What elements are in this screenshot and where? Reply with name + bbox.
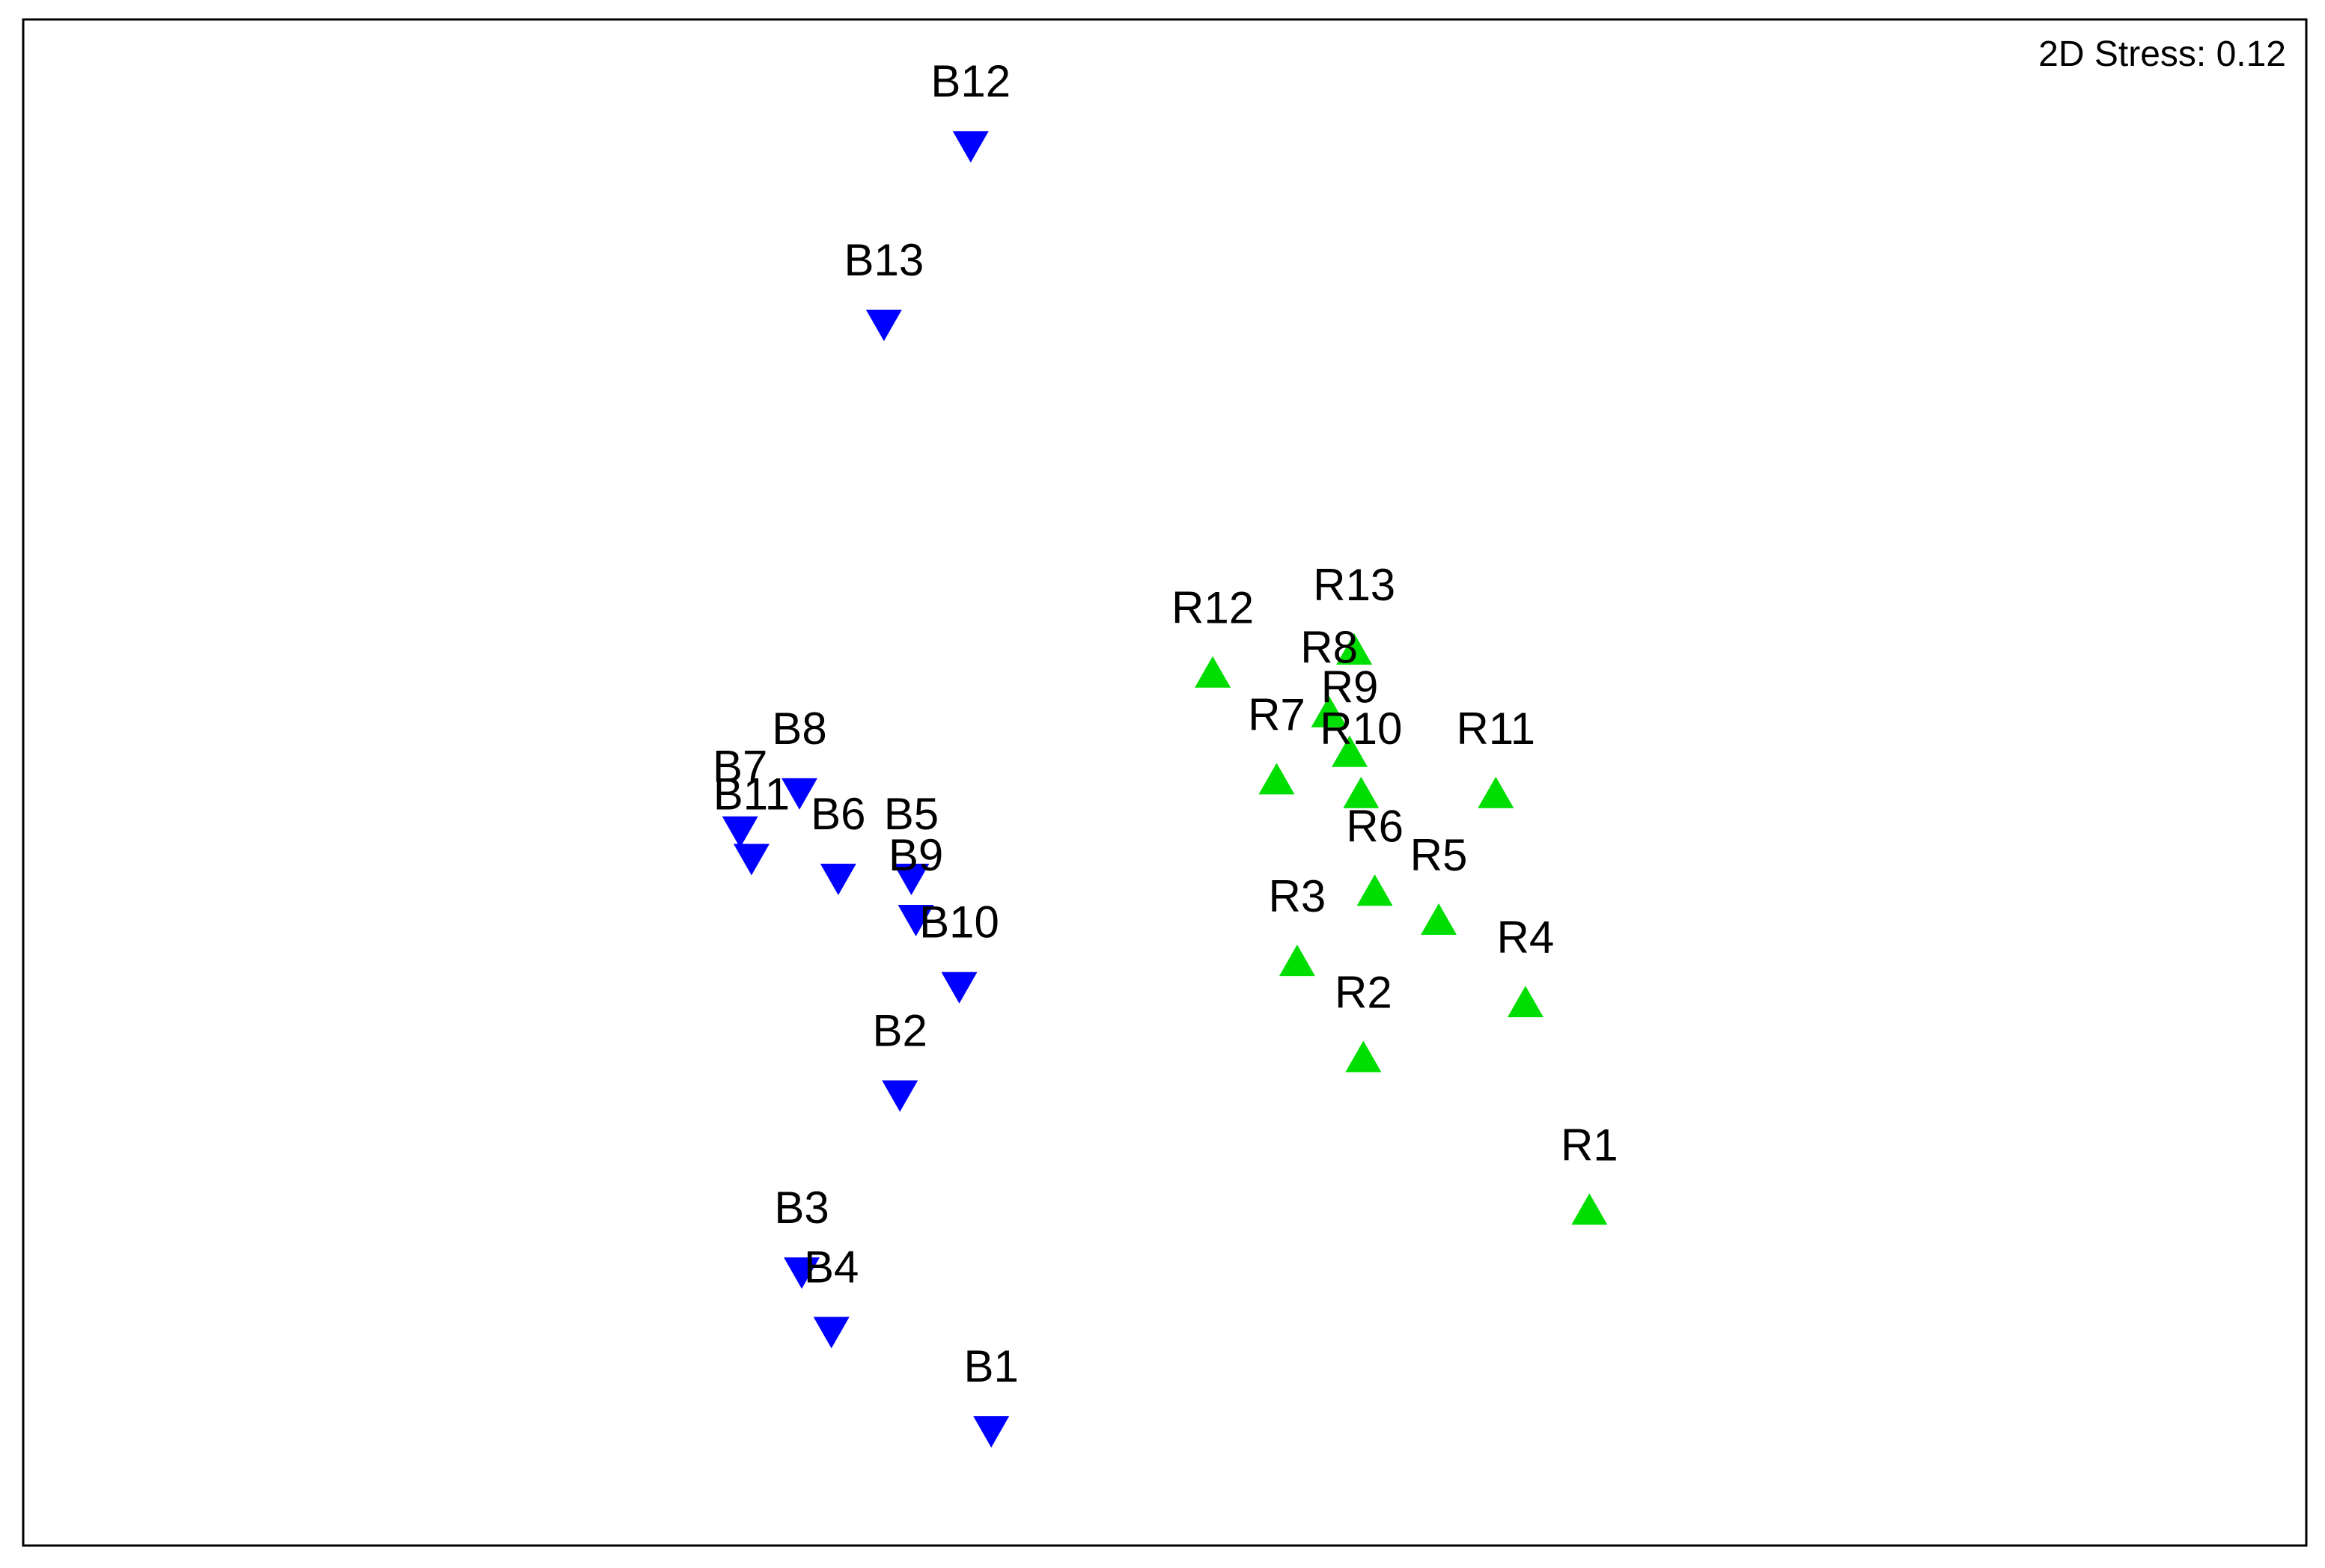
label-b11: B11 xyxy=(713,769,790,819)
label-r12: R12 xyxy=(1171,583,1254,633)
marker-r6 xyxy=(1356,874,1393,906)
marker-r3 xyxy=(1279,945,1315,977)
label-b6: B6 xyxy=(811,789,865,839)
marker-b2 xyxy=(882,1080,918,1112)
marker-b6 xyxy=(820,863,856,895)
label-r6: R6 xyxy=(1346,801,1404,851)
marker-r7 xyxy=(1258,763,1295,795)
label-b4: B4 xyxy=(804,1242,859,1293)
label-r7: R7 xyxy=(1248,689,1305,739)
marker-r13 xyxy=(1336,633,1373,665)
marker-r10 xyxy=(1343,776,1380,808)
label-r10: R10 xyxy=(1320,704,1402,754)
label-b9: B9 xyxy=(889,830,943,880)
marker-r12 xyxy=(1195,656,1231,688)
marker-r1 xyxy=(1571,1193,1608,1225)
label-r8: R8 xyxy=(1300,623,1358,673)
marker-r5 xyxy=(1421,903,1457,936)
marker-r9 xyxy=(1332,735,1368,767)
marker-b3 xyxy=(784,1257,820,1290)
plot-frame xyxy=(22,18,2308,1547)
label-b5: B5 xyxy=(884,789,939,839)
marker-b12 xyxy=(952,131,989,163)
label-r9: R9 xyxy=(1321,662,1379,713)
marker-b1 xyxy=(973,1416,1010,1448)
marker-r4 xyxy=(1507,986,1544,1018)
label-r2: R2 xyxy=(1335,968,1392,1018)
marker-b5 xyxy=(893,863,930,895)
label-r13: R13 xyxy=(1313,560,1395,610)
series-r-markers xyxy=(1195,633,1608,1225)
label-b10: B10 xyxy=(919,897,999,948)
stress-annotation: 2D Stress: 0.12 xyxy=(2038,34,2286,74)
label-b13: B13 xyxy=(844,235,924,285)
marker-r8 xyxy=(1311,695,1347,727)
marker-b8 xyxy=(781,778,817,810)
label-b2: B2 xyxy=(873,1005,927,1055)
label-r4: R4 xyxy=(1497,912,1555,963)
label-b7: B7 xyxy=(713,742,767,792)
label-r1: R1 xyxy=(1561,1120,1618,1170)
marker-r2 xyxy=(1345,1040,1382,1073)
label-r11: R11 xyxy=(1456,704,1535,754)
marker-b11 xyxy=(733,844,770,876)
marker-b9 xyxy=(898,905,934,937)
marker-r11 xyxy=(1478,776,1514,808)
series-b-markers xyxy=(722,131,1010,1448)
marker-b7 xyxy=(722,816,758,848)
label-b1: B1 xyxy=(964,1341,1019,1391)
label-b12: B12 xyxy=(930,56,1011,106)
label-b3: B3 xyxy=(774,1183,829,1233)
marker-b10 xyxy=(941,971,978,1004)
label-r3: R3 xyxy=(1269,871,1326,921)
label-r5: R5 xyxy=(1410,830,1468,880)
marker-b13 xyxy=(865,309,902,341)
label-b8: B8 xyxy=(772,704,826,754)
marker-b4 xyxy=(813,1317,850,1349)
